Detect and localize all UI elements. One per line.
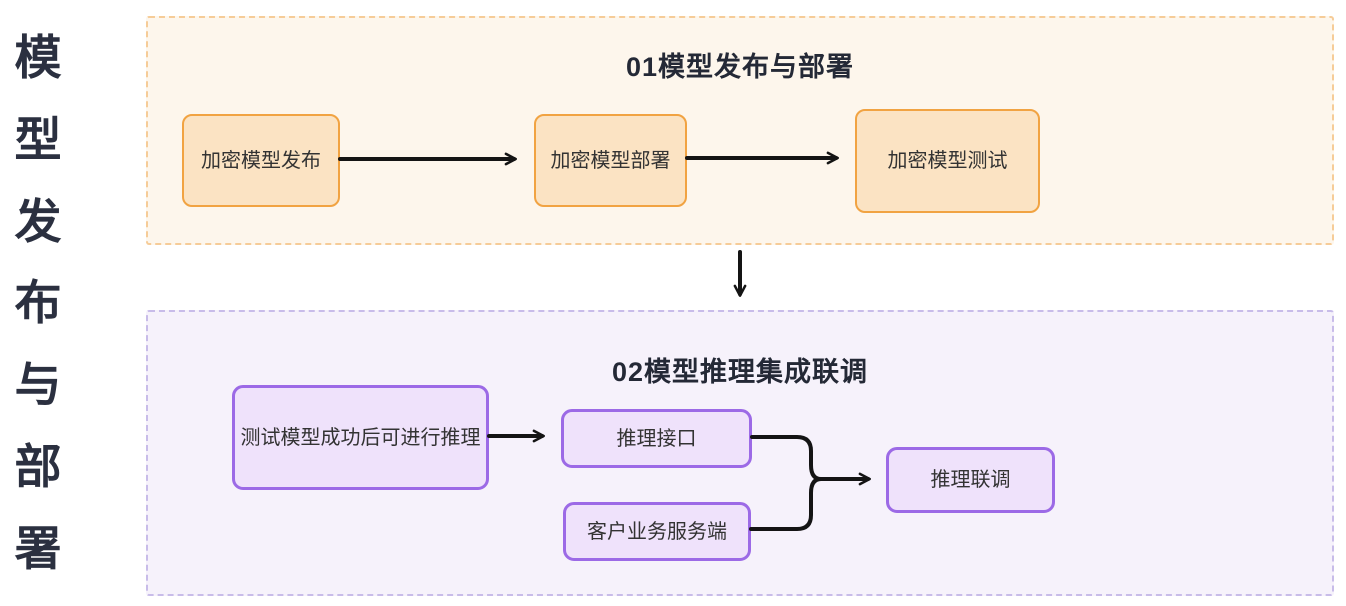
title-char: 与 xyxy=(14,358,62,412)
title-char: 部 xyxy=(14,440,62,494)
node-label: 加密模型部署 xyxy=(550,149,671,172)
node-encrypted-model-deploy: 加密模型部署 xyxy=(534,114,687,207)
node-encrypted-model-test: 加密模型测试 xyxy=(855,109,1040,213)
title-char: 模 xyxy=(14,31,62,84)
page-title-vertical: 模 型 发 布 与 部 署 xyxy=(4,34,72,572)
title-char: 型 xyxy=(14,112,62,166)
node-label: 推理接口 xyxy=(616,427,697,450)
title-char: 发 xyxy=(14,194,62,248)
node-label: 加密模型发布 xyxy=(201,149,321,172)
section-model-deploy-title: 01模型发布与部署 xyxy=(625,52,855,82)
node-label: 推理联调 xyxy=(930,469,1011,491)
title-char: 布 xyxy=(14,276,62,330)
node-label: 客户业务服务端 xyxy=(587,520,727,543)
node-label: 加密模型测试 xyxy=(887,150,1008,172)
section-inference-integration: 02模型推理集成联调 测试模型成功后可进行推理 推理接口 客户业务服务端 推理联… xyxy=(146,310,1334,596)
node-encrypted-model-publish: 加密模型发布 xyxy=(182,114,340,207)
node-inference-api: 推理接口 xyxy=(561,409,752,468)
node-inference-joint-debug: 推理联调 xyxy=(886,447,1055,513)
node-test-success-can-infer: 测试模型成功后可进行推理 xyxy=(232,385,489,490)
section-inference-title: 02模型推理集成联调 xyxy=(611,357,869,387)
section-model-deploy: 01模型发布与部署 加密模型发布 加密模型部署 加密模型测试 xyxy=(146,16,1334,245)
title-char: 署 xyxy=(14,521,62,575)
node-client-business-server: 客户业务服务端 xyxy=(563,502,751,561)
node-label: 测试模型成功后可进行推理 xyxy=(240,426,481,449)
